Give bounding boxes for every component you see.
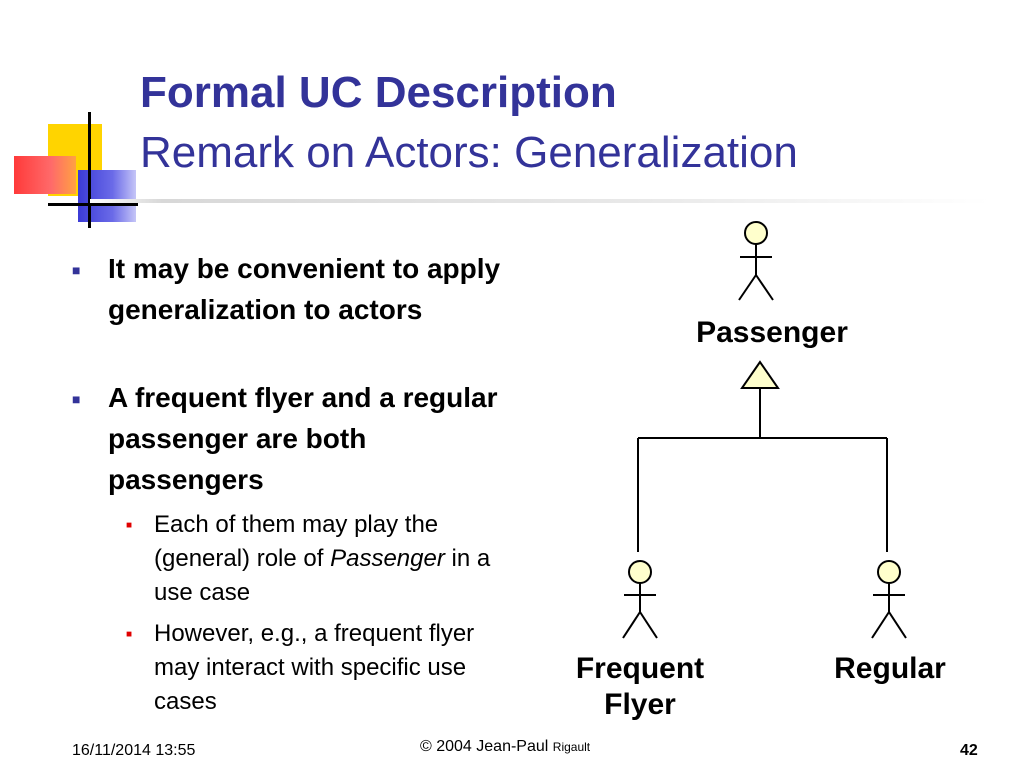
footer-date: 16/11/2014 13:55 xyxy=(72,742,196,759)
bullet-square-icon: ■ xyxy=(72,391,81,407)
actor-label-frequent-flyer: Frequent Flyer xyxy=(550,651,730,723)
generalization-connectors xyxy=(637,388,888,552)
actor-label-passenger: Passenger xyxy=(696,316,848,349)
logo-red-square xyxy=(14,156,76,194)
subbullet-text: Each of them may play the (general) role… xyxy=(154,508,524,610)
bullet-text: A frequent flyer and a regular passenger… xyxy=(108,382,498,495)
slide-title: Formal UC Description xyxy=(140,68,617,117)
actor-regular-icon xyxy=(871,560,907,639)
logo-horizontal-line xyxy=(48,203,138,206)
slide-subtitle: Remark on Actors: Generalization xyxy=(140,128,798,177)
subbullet-text-italic: Passenger xyxy=(330,545,445,572)
bullet-square-icon: ■ xyxy=(72,262,81,278)
subbullet-text-part: in a use case xyxy=(154,545,491,606)
actor-passenger-icon xyxy=(738,221,774,301)
generalization-arrow-icon xyxy=(740,360,780,389)
actor-label-line: Flyer xyxy=(604,688,676,721)
footer-copyright: © 2004 Jean-Paul Rigault xyxy=(420,738,590,756)
actor-frequent-flyer-icon xyxy=(622,560,658,639)
copyright-small: Rigault xyxy=(552,740,591,754)
bullet-text: It may be convenient to apply generaliza… xyxy=(108,253,501,325)
subbullet-text: However, e.g., a frequent flyer may inte… xyxy=(154,620,475,715)
actor-label-regular: Regular xyxy=(834,652,946,685)
logo-blue-square xyxy=(78,170,136,222)
title-underline xyxy=(90,199,990,203)
subbullet-text-part: Each of them may play the (general) role… xyxy=(154,511,439,572)
copyright-main: © 2004 Jean-Paul xyxy=(420,738,549,755)
subbullet-square-icon: ■ xyxy=(126,629,133,640)
actor-label-line: Frequent xyxy=(575,652,705,685)
logo-vertical-line xyxy=(88,112,91,228)
page-number: 42 xyxy=(960,742,978,759)
subbullet-square-icon: ■ xyxy=(126,520,133,531)
